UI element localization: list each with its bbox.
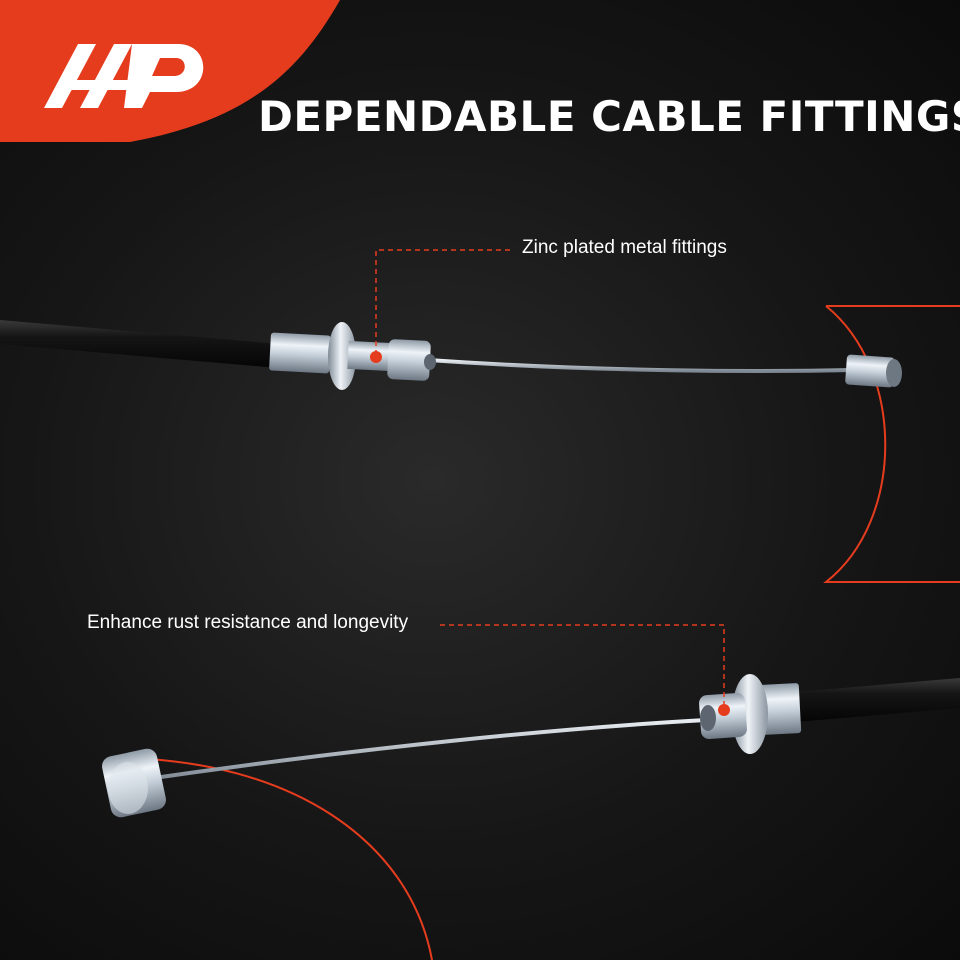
- bottom-cable: [102, 674, 960, 818]
- accent-arc-bottom: [119, 757, 433, 960]
- top-cable: [0, 320, 902, 390]
- callout-leader-bottom: [440, 624, 730, 716]
- callout-leader-top: [370, 249, 510, 363]
- callout-text-bottom: Enhance rust resistance and longevity: [87, 612, 409, 633]
- callout-text-top: Zinc plated metal fittings: [522, 237, 727, 258]
- page-title: DEPENDABLE CABLE FITTINGS: [258, 92, 960, 141]
- a-premium-logo: [44, 44, 204, 108]
- accent-arc-right: [823, 305, 960, 583]
